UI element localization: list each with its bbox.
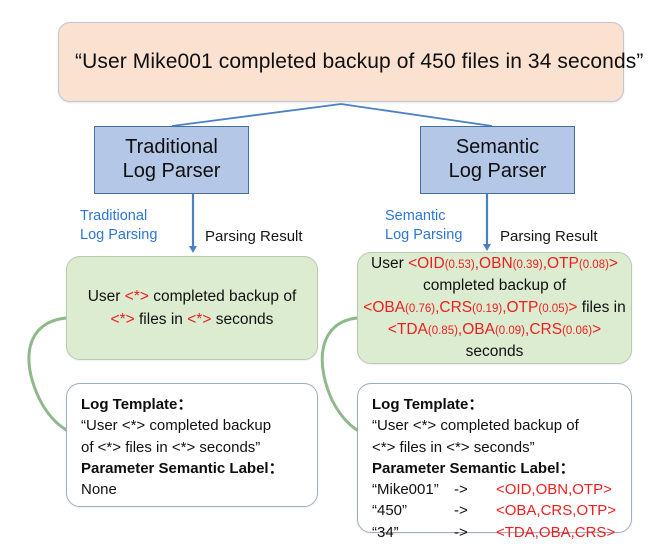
trad-log-template-heading: Log Template： <box>81 396 193 413</box>
semantic-tag-name: OTP <box>506 299 539 316</box>
raw-log-banner: “User Mike001 completed backup of 450 fi… <box>58 22 643 102</box>
semantic-tag-score: (0.08) <box>578 259 609 271</box>
traditional-result-line2: <*> files in <*> seconds <box>111 308 274 331</box>
parameter-mapping-key: “34” <box>372 523 399 541</box>
semantic-result-line4: <TDA(0.85),OBA(0.09),CRS(0.06)> <box>388 319 601 341</box>
sem-parameter-label-heading: Parameter Semantic Label： <box>372 459 575 477</box>
semantic-tag-name: CRS <box>529 321 563 338</box>
trad-res-wildcard-1: <*> <box>124 287 149 305</box>
semantic-tag-score: (0.85) <box>427 325 458 337</box>
semantic-log-parsing-line1: Semantic <box>385 208 446 224</box>
traditional-result-line1: User <*> completed backup of <box>88 285 297 308</box>
trad-parameter-label-value: None <box>81 481 117 499</box>
trad-res-wildcard-3: <*> <box>187 311 212 328</box>
semantic-tag-name: OBA <box>372 299 406 316</box>
semantic-tag-score: (0.19) <box>472 303 503 315</box>
traditional-log-parsing-label: Traditional Log Parsing <box>80 207 157 244</box>
semantic-parser-line2: Log Parser <box>448 160 547 182</box>
trad-log-template-line1: “User <*> completed backup <box>81 417 272 435</box>
trad-res-text-d: seconds <box>211 311 274 328</box>
traditional-parsing-result-label: Parsing Result <box>205 228 303 245</box>
trad-log-template-line2: of <*> files in <*> seconds” <box>81 438 261 456</box>
traditional-log-parsing-line1: Traditional <box>80 208 148 224</box>
semantic-tag-score: (0.39) <box>512 259 543 271</box>
semantic-parsing-result-label: Parsing Result <box>500 228 598 245</box>
trad-res-text-c: files in <box>134 311 188 328</box>
traditional-log-parsing-line2: Log Parsing <box>80 226 158 243</box>
sem-log-template-line2: <*> files in <*> seconds” <box>372 438 535 456</box>
traditional-detail-box: Log Template： “User <*> completed backup… <box>66 383 318 507</box>
semantic-tag-score: (0.05) <box>538 303 569 315</box>
sem-res-taglist-2: <OBA(0.76),CRS(0.19),OTP(0.05)> <box>363 299 578 316</box>
semantic-result-box: User <OID(0.53),OBN(0.39),OTP(0.08)> com… <box>357 252 632 364</box>
semantic-result-line5: seconds <box>465 343 524 360</box>
sem-res-taglist-3: <TDA(0.85),OBA(0.09),CRS(0.06)> <box>387 321 602 338</box>
sem-log-template-line1: “User <*> completed backup of <box>372 417 579 435</box>
semantic-log-parsing-label: Semantic Log Parsing <box>385 207 462 244</box>
traditional-log-parser-box[interactable]: Traditional Log Parser <box>94 126 249 194</box>
sem-log-template-heading: Log Template： <box>372 396 484 413</box>
semantic-result-line2: completed backup of <box>422 277 567 294</box>
semantic-tag-name: OBA <box>462 321 495 338</box>
arrowhead-semantic <box>483 244 491 251</box>
parameter-mapping-list: “Mike001” -> <OID,OBN,OTP> “450” -> <OBA,CRS,… <box>372 479 631 543</box>
semantic-result-line3: <OBA(0.76),CRS(0.19),OTP(0.05)> files in <box>363 297 625 319</box>
parameter-mapping-arrow-icon: -> <box>454 481 468 499</box>
traditional-parser-line2: Log Parser <box>122 160 221 182</box>
parameter-mapping-row: “Mike001” -> <OID,OBN,OTP> <box>372 479 631 500</box>
trad-parameter-label-heading: Parameter Semantic Label： <box>81 459 284 477</box>
trad-res-wildcard-2: <*> <box>110 311 135 328</box>
semantic-log-parser-box[interactable]: Semantic Log Parser <box>420 126 575 194</box>
raw-log-text: “User Mike001 completed backup of 450 fi… <box>75 50 644 73</box>
semantic-tag-score: (0.76) <box>405 303 436 315</box>
semantic-detail-box: Log Template： “User <*> completed backup… <box>357 383 632 541</box>
semantic-tag-name: TDA <box>396 321 428 338</box>
trad-res-text-a: User <box>87 287 125 305</box>
parameter-mapping-key: “450” <box>372 502 408 520</box>
semantic-tag-name: OID <box>417 255 445 272</box>
parameter-mapping-row: “34” -> <TDA,OBA,CRS> <box>372 522 631 543</box>
semantic-result-line1: User <OID(0.53),OBN(0.39),OTP(0.08)> <box>371 253 618 275</box>
semantic-tag-score: (0.06) <box>562 325 593 337</box>
semantic-tag-name: OTP <box>547 255 579 272</box>
sem-res-suffix: files in <box>577 299 626 316</box>
traditional-parser-line1: Traditional <box>125 136 218 159</box>
parameter-mapping-value: <TDA,OBA,CRS> <box>496 523 616 541</box>
parameter-mapping-arrow-icon: -> <box>454 502 468 520</box>
traditional-result-box: User <*> completed backup of <*> files i… <box>66 256 318 360</box>
trad-res-text-b: completed backup of <box>148 287 297 305</box>
connector-banner-to-semantic <box>340 103 493 127</box>
parameter-mapping-arrow-icon: -> <box>454 523 468 541</box>
semantic-parser-line1: Semantic <box>455 136 540 159</box>
semantic-tag-name: CRS <box>439 299 473 316</box>
semantic-tag-score: (0.53) <box>444 259 475 271</box>
semantic-tag-score: (0.09) <box>494 325 526 337</box>
parameter-mapping-row: “450” -> <OBA,CRS,OTP> <box>372 500 631 521</box>
parameter-mapping-key: “Mike001” <box>372 481 439 499</box>
parameter-mapping-value: <OBA,CRS,OTP> <box>496 502 617 520</box>
semantic-tag-name: OBN <box>479 255 513 272</box>
parameter-mapping-value: <OID,OBN,OTP> <box>496 481 612 499</box>
connector-banner-to-traditional <box>171 103 342 127</box>
sem-res-prefix: User <box>371 255 409 272</box>
semantic-log-parsing-line2: Log Parsing <box>385 226 463 243</box>
sem-res-taglist-1: <OID(0.53),OBN(0.39),OTP(0.08)> <box>408 255 618 272</box>
arrowhead-traditional <box>189 246 197 253</box>
